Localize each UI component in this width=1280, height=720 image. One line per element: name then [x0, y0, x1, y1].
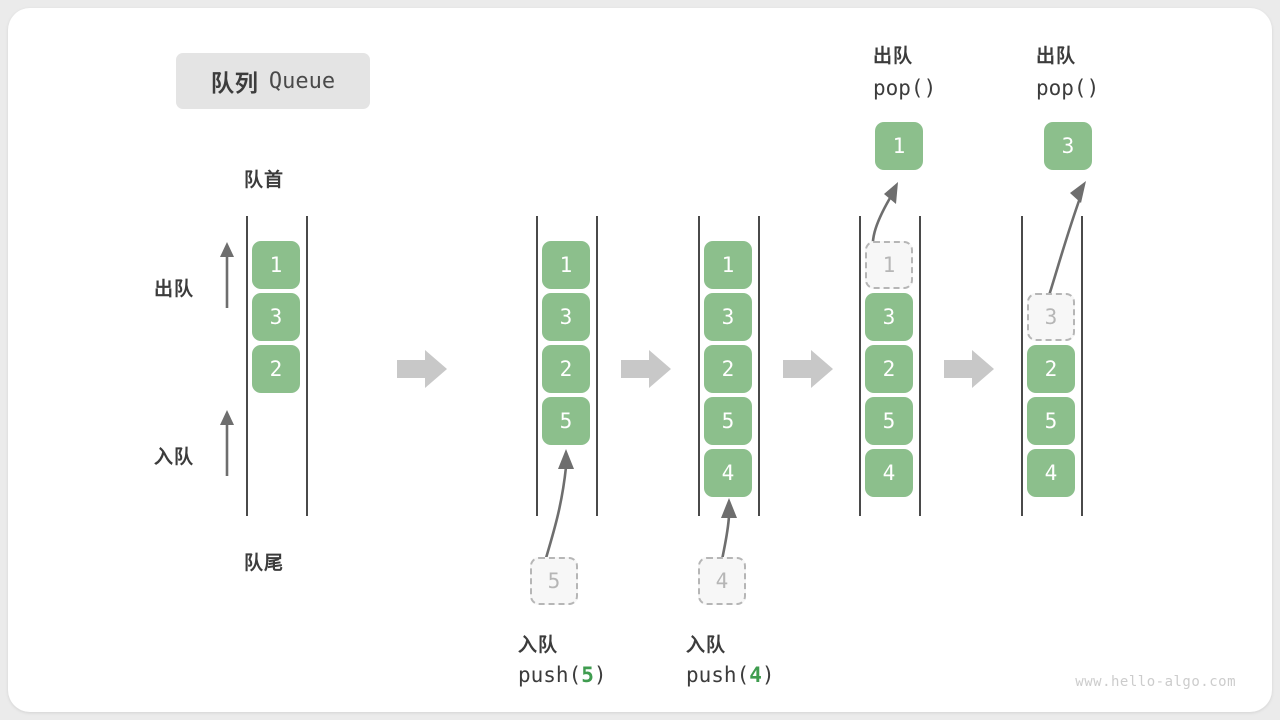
push-value-4: 4	[749, 663, 762, 687]
queue-item: 5	[865, 397, 913, 445]
dequeue-side-label: 出队	[154, 279, 195, 300]
push-value-5: 5	[581, 663, 594, 687]
step-arrow	[397, 350, 447, 388]
queue-item: 1	[542, 241, 590, 289]
pop-header-code-1: pop()	[873, 76, 937, 100]
queue-item: 3	[252, 293, 300, 341]
queue-rail-right-1	[306, 216, 308, 516]
queue-rail-right-5	[1081, 216, 1083, 516]
queue-item: 2	[865, 345, 913, 393]
popped-item: 1	[875, 122, 923, 170]
incoming-ghost-box: 5	[530, 557, 578, 605]
queue-rail-right-3	[758, 216, 760, 516]
queue-item: 1	[704, 241, 752, 289]
pop-header-cn-3: 出队	[1036, 46, 1077, 67]
queue-item: 2	[252, 345, 300, 393]
step-arrow	[621, 350, 671, 388]
dequeue-direction-arrow	[220, 242, 234, 308]
diagram-card: 队列 Queue 队首 队尾 出队 入队 1 3 2 1 3 2 5	[8, 8, 1272, 712]
title-en: Queue	[268, 68, 336, 94]
queue-rail-right-4	[919, 216, 921, 516]
queue-item: 3	[704, 293, 752, 341]
push-caption-code-4: push(4)	[686, 663, 775, 687]
step-arrow	[944, 350, 994, 388]
watermark: www.hello-algo.com	[1075, 674, 1236, 690]
queue-item-new: 4	[704, 449, 752, 497]
push-caption-cn-5: 入队	[518, 635, 559, 656]
title-badge: 队列 Queue	[176, 53, 370, 109]
queue-item: 3	[542, 293, 590, 341]
queue-rail-left-1	[246, 216, 248, 516]
queue-item-new: 5	[542, 397, 590, 445]
enqueue-side-label: 入队	[154, 447, 195, 468]
queue-item: 2	[542, 345, 590, 393]
queue-rail-left-5	[1021, 216, 1023, 516]
push-caption-cn-4: 入队	[686, 635, 727, 656]
queue-item-ghost: 1	[865, 241, 913, 289]
queue-item: 1	[252, 241, 300, 289]
queue-rail-left-2	[536, 216, 538, 516]
queue-item: 4	[865, 449, 913, 497]
queue-item: 2	[1027, 345, 1075, 393]
queue-item: 5	[1027, 397, 1075, 445]
pop-header-cn-1: 出队	[873, 46, 914, 67]
enqueue-direction-arrow	[220, 410, 234, 476]
queue-rail-left-3	[698, 216, 700, 516]
pop-header-code-3: pop()	[1036, 76, 1100, 100]
queue-rail-right-2	[596, 216, 598, 516]
queue-item: 3	[865, 293, 913, 341]
push-arrow-5	[544, 449, 574, 559]
queue-item: 2	[704, 345, 752, 393]
push-caption-code-5: push(5)	[518, 663, 607, 687]
incoming-ghost-box: 4	[698, 557, 746, 605]
queue-item: 5	[704, 397, 752, 445]
queue-item-ghost: 3	[1027, 293, 1075, 341]
step-arrow	[783, 350, 833, 388]
queue-head-label: 队首	[244, 170, 285, 191]
queue-tail-label: 队尾	[244, 553, 285, 574]
title-cn: 队列	[210, 70, 259, 96]
popped-item: 3	[1044, 122, 1092, 170]
queue-rail-left-4	[859, 216, 861, 516]
push-arrow-4	[720, 498, 737, 561]
queue-item: 4	[1027, 449, 1075, 497]
